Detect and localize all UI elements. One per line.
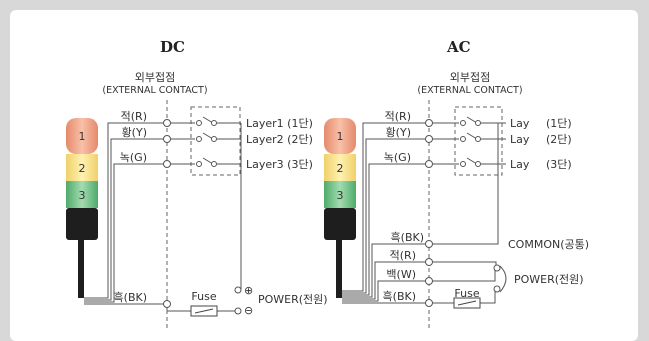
ac-tier-2-label: 2 [337,162,344,175]
dc-layer-1-label: Layer1 (1단) [246,117,313,130]
dc-power-label: POWER(전원) [258,293,328,306]
ac-lay-1-word: Lay [510,117,530,130]
dc-minus-symbol: ⊖ [244,304,253,317]
dc-wires [84,100,242,331]
dc-layer-2-label: Layer2 (2단) [246,133,313,146]
dc-tower-lamp: 1 2 3 [66,118,98,298]
ac-lay-2-tier: (2단) [546,133,572,146]
ac-lay-1-tier: (1단) [546,117,572,130]
ac-tier-3-label: 3 [337,189,344,202]
ac-power-wire-white-label: 백(W) [386,268,416,281]
dc-wire-green-label: 녹(G) [120,151,147,164]
dc-layer-3-label: Layer3 (3단) [246,158,313,171]
ac-cable [336,240,342,298]
dc-wire-black-label: 흑(BK) [114,290,147,304]
ac-wire-green-label: 녹(G) [384,151,411,164]
ac-tier-3 [324,181,356,208]
ac-tower-lamp: 1 2 3 [324,118,356,298]
ac-tier-1 [324,118,356,154]
ac-lay-3-word: Lay [510,158,530,171]
dc-external-label-en: (EXTERNAL CONTACT) [102,85,207,96]
dc-lamp-body [66,208,98,240]
dc-external-label-ko: 외부접점 [135,71,175,84]
ac-lay-3-tier: (3단) [546,158,572,171]
ac-common-wire-label: 흑(BK) [391,230,424,244]
ac-tier-2 [324,154,356,181]
ac-wires [342,100,507,331]
ac-external-label-ko: 외부접점 [450,71,490,84]
dc-wire-red-label: 적(R) [121,110,147,123]
ac-lay-2-word: Lay [510,133,530,146]
dc-tier-2-label: 2 [79,162,86,175]
ac-lamp-body [324,208,356,240]
dc-tier-1-label: 1 [79,130,86,143]
ac-power-wire-black-label: 흑(BK) [383,289,416,303]
dc-plus-symbol: ⊕ [244,284,253,297]
ac-title: AC [446,38,471,56]
dc-tier-3 [66,181,98,208]
ac-tier-1-label: 1 [337,130,344,143]
dc-tier-2 [66,154,98,181]
dc-title: DC [160,38,185,56]
dc-tier-1 [66,118,98,154]
ac-power-wire-red-label: 적(R) [390,249,416,262]
dc-fuse-label: Fuse [191,290,216,303]
ac-wire-yellow-label: 황(Y) [386,126,411,139]
ac-common-label: COMMON(공통) [508,238,589,251]
ac-wire-red-label: 적(R) [385,110,411,123]
dc-tier-3-label: 3 [79,189,86,202]
ac-fuse-label: Fuse [454,287,479,300]
dc-wire-yellow-label: 황(Y) [122,126,147,139]
ac-power-label: POWER(전원) [514,273,584,286]
ac-external-label-en: (EXTERNAL CONTACT) [417,85,522,96]
dc-cable [78,240,84,298]
